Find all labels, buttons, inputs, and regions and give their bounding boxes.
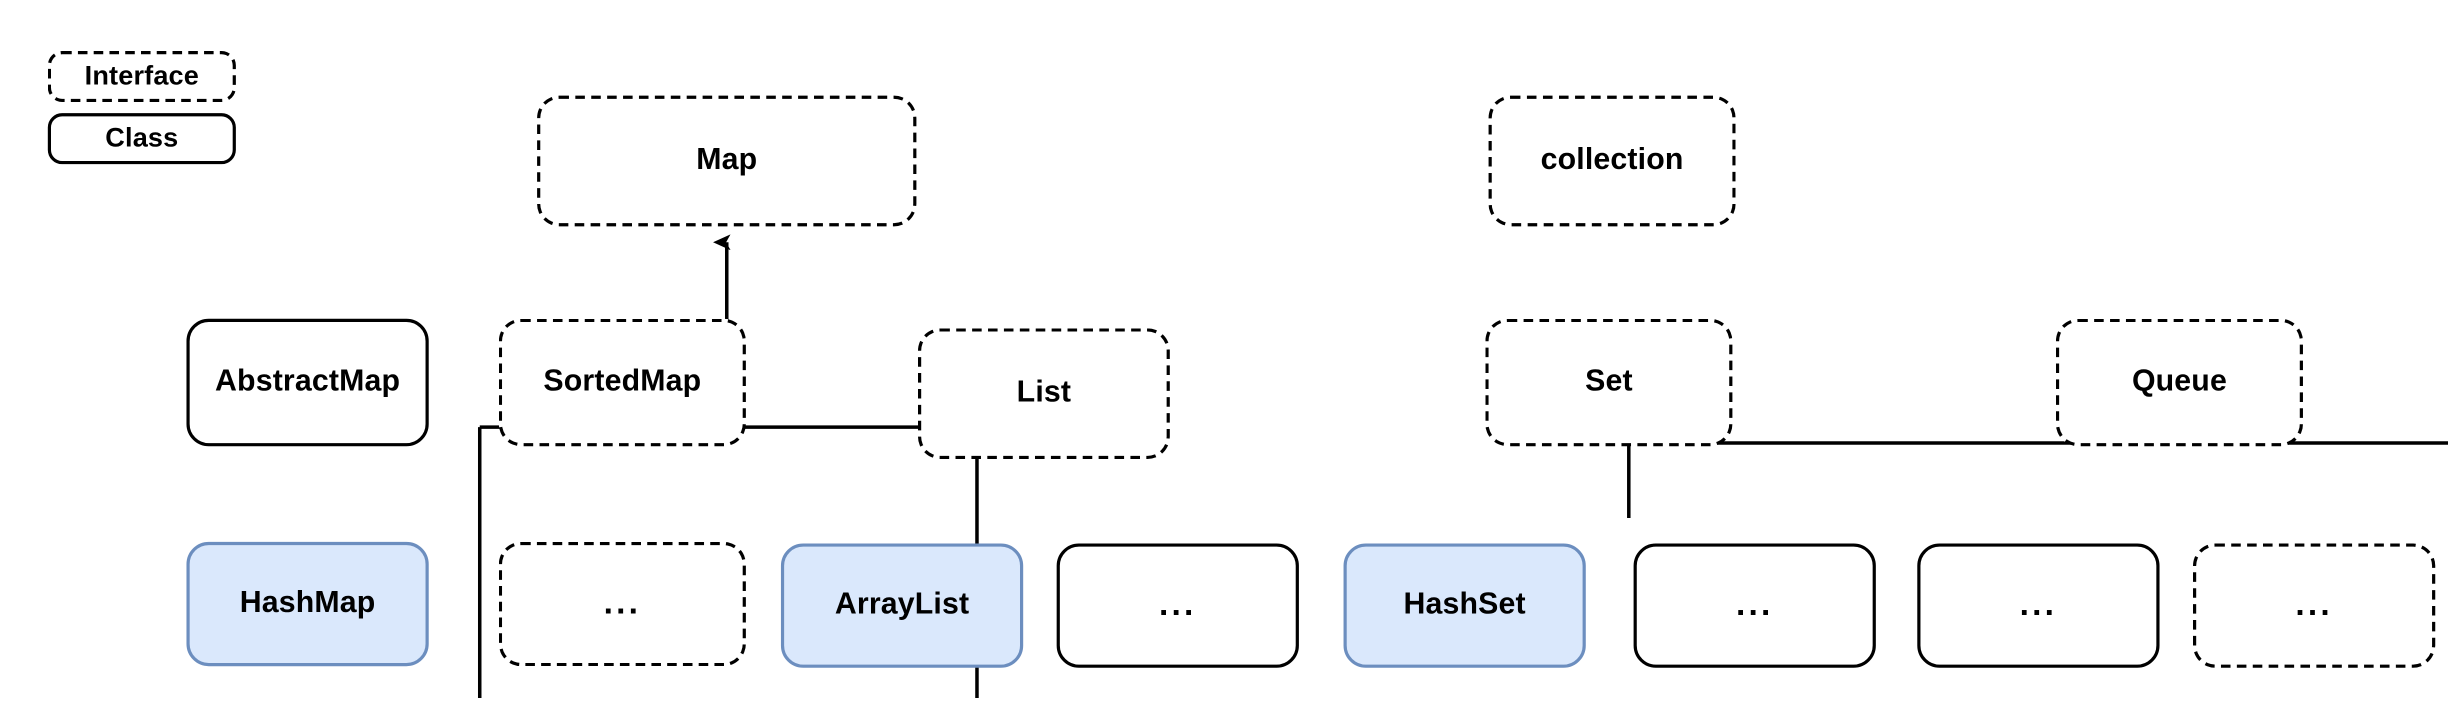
node-abstractmap[interactable]: AbstractMap <box>186 318 429 447</box>
node-hashmap[interactable]: HashMap <box>186 541 429 667</box>
node-queue[interactable]: Queue <box>2055 318 2303 447</box>
edge-collection-branch <box>1627 441 2448 518</box>
node-queue-more-class[interactable]: ... <box>1917 543 2160 668</box>
node-hashset[interactable]: HashSet <box>1343 543 1586 668</box>
node-queue-more-class-label: ... <box>2019 586 2058 624</box>
node-map-label: Map <box>696 143 758 178</box>
node-sortedmap-more[interactable]: ... <box>498 541 746 667</box>
node-queue-more-interface[interactable]: ... <box>2193 543 2436 668</box>
legend-class-label: Class <box>105 123 179 154</box>
node-hashmap-label: HashMap <box>239 586 376 621</box>
legend-interface-box: Interface <box>47 51 236 102</box>
node-list[interactable]: List <box>918 328 1170 459</box>
node-set-more-label: ... <box>1735 586 1774 624</box>
node-queue-more-interface-label: ... <box>2295 586 2333 624</box>
node-arraylist-label: ArrayList <box>834 588 970 622</box>
node-list-more[interactable]: ... <box>1056 543 1299 668</box>
node-set-label: Set <box>1585 365 1633 399</box>
node-sortedmap[interactable]: SortedMap <box>498 318 746 447</box>
node-collection[interactable]: collection <box>1488 95 1736 227</box>
node-map[interactable]: Map <box>537 95 917 227</box>
legend-class-box: Class <box>47 113 236 165</box>
node-sortedmap-label: SortedMap <box>543 365 702 399</box>
node-arraylist[interactable]: ArrayList <box>780 543 1024 668</box>
node-sortedmap-more-label: ... <box>603 584 642 622</box>
node-abstractmap-label: AbstractMap <box>215 365 401 399</box>
node-collection-label: collection <box>1540 143 1684 178</box>
node-hashset-label: HashSet <box>1403 588 1526 622</box>
node-set[interactable]: Set <box>1485 318 1733 447</box>
legend-interface-label: Interface <box>84 60 200 92</box>
node-list-label: List <box>1016 376 1072 410</box>
node-set-more[interactable]: ... <box>1633 543 1876 668</box>
node-queue-label: Queue <box>2131 365 2227 399</box>
node-list-more-label: ... <box>1159 586 1197 624</box>
